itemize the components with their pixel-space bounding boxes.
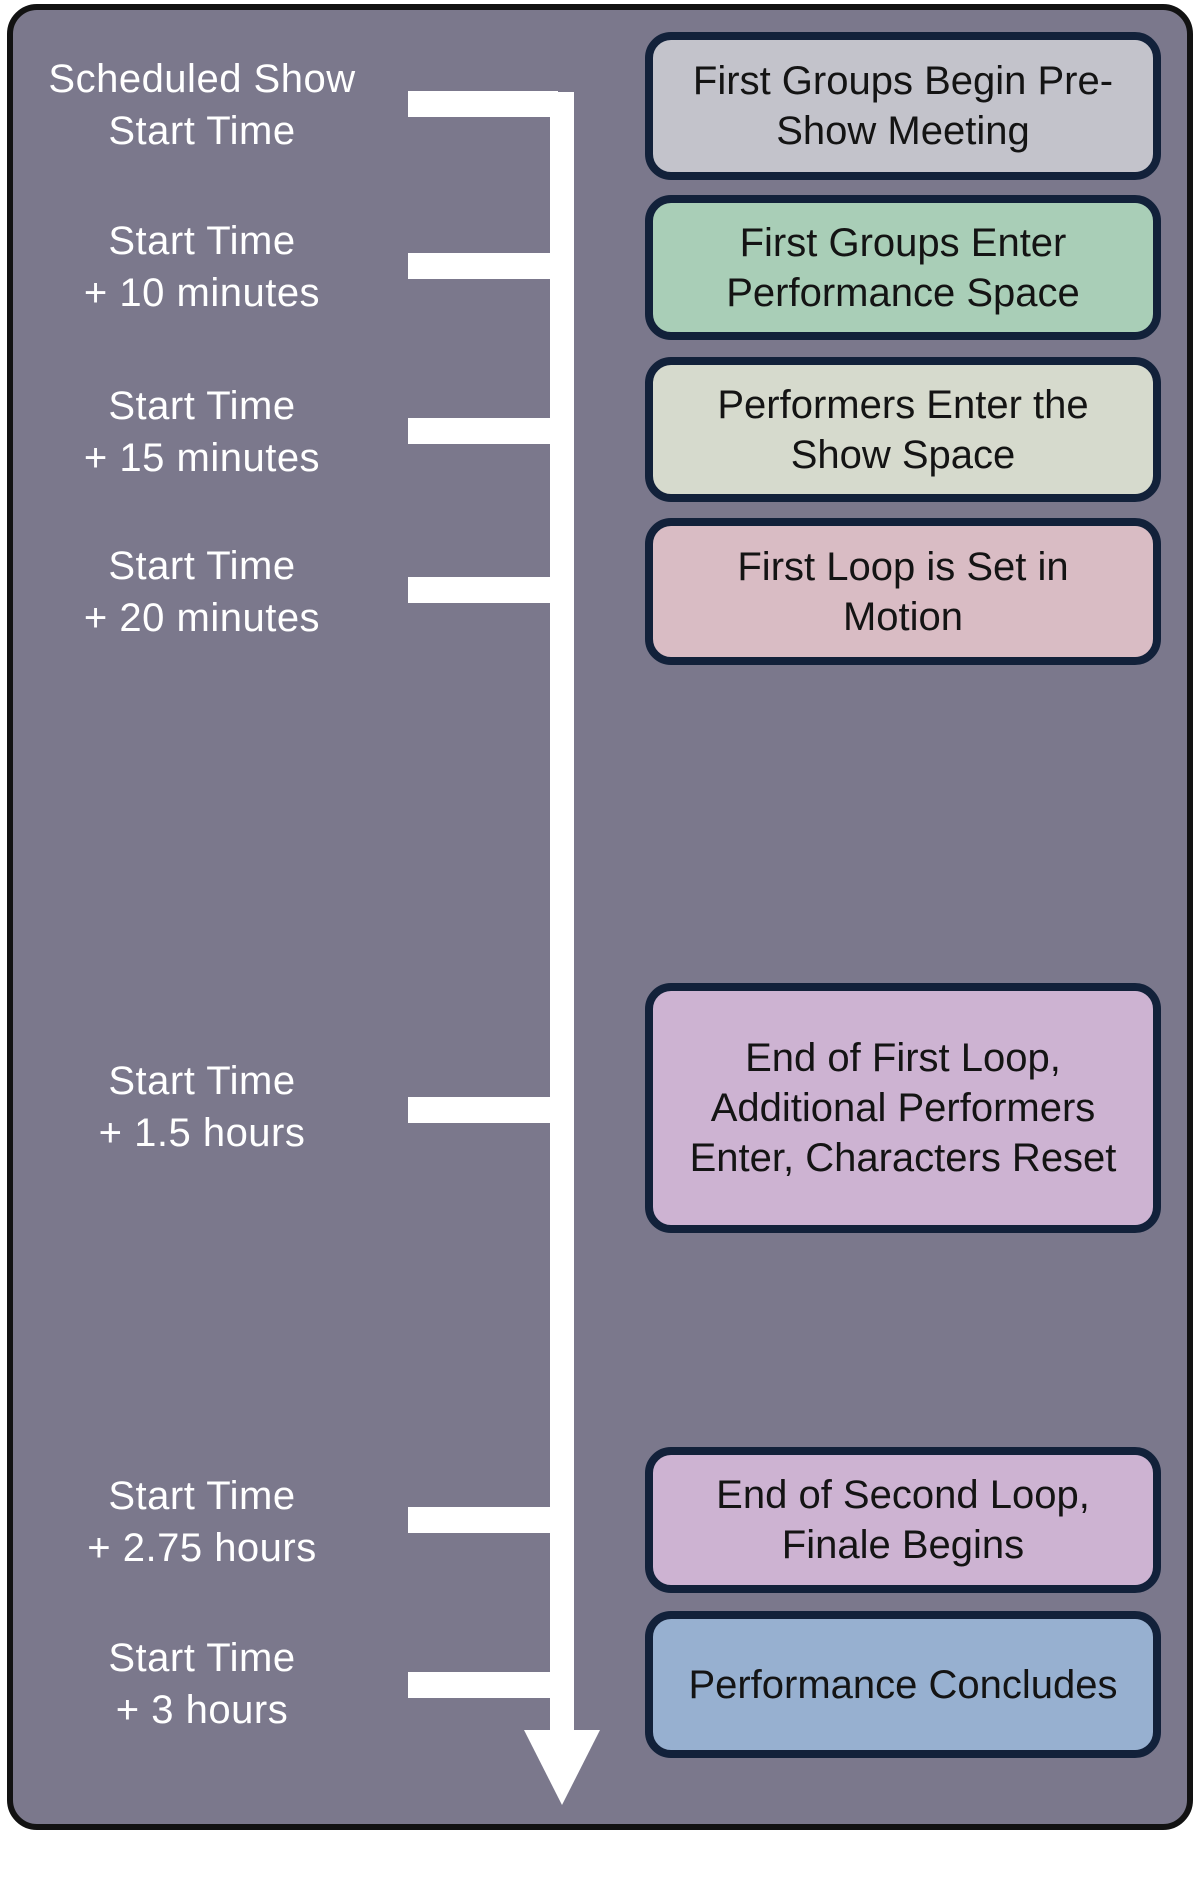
time-label-line: Start Time [108, 109, 296, 153]
event-text-line: Enter, Characters Reset [689, 1136, 1117, 1180]
event-text-line: End of Second Loop, [716, 1473, 1090, 1517]
time-label-line: + 20 minutes [83, 596, 321, 640]
event-text-line: Additional Performers [710, 1086, 1096, 1130]
time-label-line: + 3 hours [115, 1688, 289, 1732]
time-label-line: + 1.5 hours [98, 1111, 306, 1155]
time-label-line: Start Time [108, 219, 296, 263]
time-label-4: Start Time + 20 minutes [30, 540, 374, 644]
time-label-line: Start Time [108, 1474, 296, 1518]
time-label-line: Start Time [108, 384, 296, 428]
event-text-line: Motion [842, 594, 964, 639]
event-box-1: First Groups Begin Pre- Show Meeting [645, 32, 1161, 180]
time-label-3: Start Time + 15 minutes [30, 380, 374, 484]
time-label-line: Start Time [108, 1059, 296, 1103]
event-text-line: First Groups Begin Pre- [692, 59, 1114, 103]
event-box-6: End of Second Loop, Finale Begins [645, 1447, 1161, 1593]
event-text-line: Show Meeting [776, 109, 1030, 153]
event-text-line: First Loop is Set in [737, 544, 1069, 589]
time-label-2: Start Time + 10 minutes [30, 215, 374, 319]
time-label-line: + 15 minutes [83, 436, 321, 480]
event-box-7: Performance Concludes [645, 1611, 1161, 1758]
event-box-4: First Loop is Set in Motion [645, 518, 1161, 665]
time-label-line: Scheduled Show [48, 57, 356, 101]
time-label-line: + 2.75 hours [87, 1526, 317, 1570]
event-text-line: Show Space [790, 432, 1016, 477]
event-text-line: Performance Space [726, 270, 1080, 315]
time-label-line: Start Time [108, 1636, 296, 1680]
time-label-7: Start Time + 3 hours [30, 1632, 374, 1736]
event-text-line: Finale Begins [781, 1523, 1025, 1567]
time-label-line: + 10 minutes [83, 271, 321, 315]
event-text-line: First Groups Enter [739, 220, 1067, 265]
time-label-line: Start Time [108, 544, 296, 588]
time-label-6: Start Time + 2.75 hours [30, 1470, 374, 1574]
event-text-line: End of First Loop, [745, 1036, 1061, 1080]
event-text-line: Performance Concludes [688, 1662, 1118, 1707]
event-text-line: Performers Enter the [717, 382, 1089, 427]
time-label-5: Start Time + 1.5 hours [30, 1055, 374, 1159]
